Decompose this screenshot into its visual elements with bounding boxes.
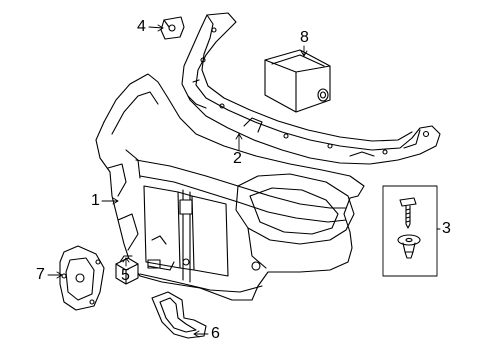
arrow-1 [112,197,119,205]
retainer-clip [115,255,139,285]
radiator-support [95,73,365,301]
arrow-6 [193,330,200,338]
arrow-2 [235,133,243,140]
arrow-5 [122,257,130,263]
arrow-4 [157,24,164,32]
leader-4 [148,26,164,29]
callout-6: 6 [211,325,220,342]
callout-8: 8 [300,29,309,46]
callout-5: 5 [121,267,130,284]
callout-3: 3 [442,220,451,237]
seal-plate [151,291,207,339]
clip-part [160,16,185,40]
callout-1: 1 [91,192,100,209]
callout-2: 2 [233,150,242,167]
callout-4: 4 [137,18,146,35]
arrow-8 [300,50,308,57]
fastener-kit [382,185,438,277]
callout-7: 7 [36,266,45,283]
upper-cover-panel [181,12,441,165]
leader-lines [47,24,441,338]
arrow-7 [56,271,63,279]
mount-bracket [59,245,105,311]
sensor-module [264,49,331,113]
